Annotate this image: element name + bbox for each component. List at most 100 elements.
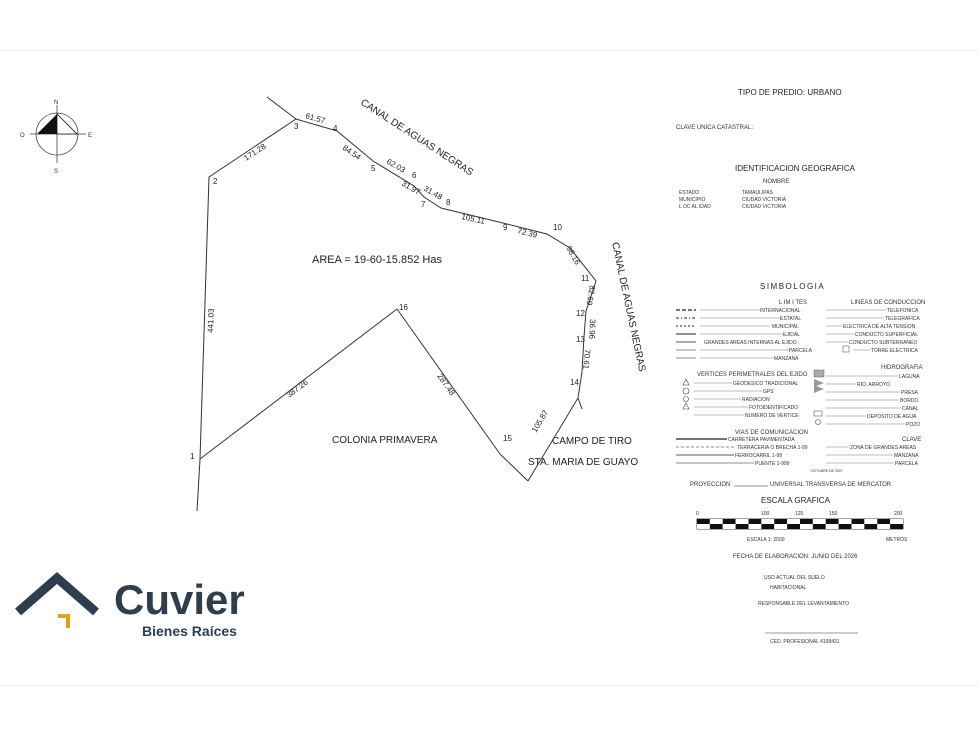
clave-manzana: MANZANA xyxy=(894,453,919,459)
scale-segment xyxy=(709,519,723,524)
vertex-15: 15 xyxy=(503,434,512,443)
vertex-2: 2 xyxy=(213,177,218,186)
scale-tick-200: 200 xyxy=(894,511,903,517)
vertices-title: VERTICES PERIMETRALES DEL EJIDO xyxy=(697,372,808,378)
scale-tick-125: 125 xyxy=(795,511,804,517)
cond-telegrafica: TELEGRAFICA xyxy=(885,316,920,322)
hidrografia-title: HIDROGRAFIA xyxy=(881,365,923,371)
scale-tick-150: 150 xyxy=(829,511,838,517)
sta-maria-line xyxy=(499,453,529,482)
municipio-key: MUNICIPIO xyxy=(679,197,706,203)
boundary-tail xyxy=(577,397,583,410)
via-puente: PUENTE 1-999 xyxy=(755,461,790,467)
scale-segment xyxy=(877,524,891,529)
metros-label: METROS xyxy=(886,537,908,543)
estado-value: TAMAULIPAS xyxy=(742,190,774,196)
ident-geo: IDENTIFICACION GEOGRAFICA xyxy=(735,164,856,173)
hidro-canal: CANAL xyxy=(902,406,919,412)
fecha-label: FECHA DE ELABORACION: JUNIO DEL 2026 xyxy=(733,554,858,560)
limit-grandes-areas: GRANDES AREAS INTERNAS AL EJIDO xyxy=(704,340,797,346)
area-label: AREA = 19-60-15.852 Has xyxy=(312,254,442,266)
vertex-8: 8 xyxy=(446,198,451,207)
limit-parcela: PARCELA xyxy=(789,348,813,354)
vertex-11: 11 xyxy=(581,274,590,283)
scale-segment xyxy=(890,519,903,524)
distance-16-1: 387.26 xyxy=(285,377,310,399)
parcel-boundary xyxy=(199,118,597,482)
hidro-lines xyxy=(826,375,905,425)
vertex-1: 1 xyxy=(190,452,195,461)
house-roof-icon xyxy=(15,572,99,628)
compass-s: S xyxy=(54,169,58,175)
scale-segment xyxy=(761,519,775,524)
scale-bar xyxy=(697,519,903,529)
habitacional-label: HABITACIONAL xyxy=(770,585,807,591)
scale-segment xyxy=(735,519,749,524)
nombre: NOMBRE xyxy=(763,179,789,185)
cond-telefonica: TELEFONICA xyxy=(887,308,919,314)
estado-key: ESTADO xyxy=(679,190,699,196)
escala-label: ESCALA 1: 2500 xyxy=(747,537,785,543)
hidro-pozo: POZO xyxy=(906,422,920,428)
clave-parcela: PARCELA xyxy=(895,461,919,467)
scale-segment xyxy=(697,519,710,524)
hidro-bordo: BORDO xyxy=(900,398,918,404)
vias-title: VIAS DE COMUNICACION xyxy=(735,430,808,436)
distance-9-10: 72.39 xyxy=(517,226,539,240)
survey-sheet: N S E O 1 2 3 4 5 6 7 8 9 10 11 12 13 14… xyxy=(0,50,979,686)
cond-torre: TORRE ELECTRICA xyxy=(871,348,919,354)
distance-5-6: 62.03 xyxy=(385,157,407,175)
vertex-numero: NUMERO DE VERTICE xyxy=(745,413,799,419)
scale-segment xyxy=(697,524,710,529)
vertex-7: 7 xyxy=(421,200,426,209)
symbology-legend: SIMBOLOGIA L IM I TES LINEAS DE CONDUCCI… xyxy=(676,282,925,473)
via-carretera: CARRETERA PAVIMENTADA xyxy=(728,437,795,443)
vias-lines xyxy=(676,438,894,464)
vertex-radiacion: RADIACION xyxy=(742,397,770,403)
scale-segment xyxy=(851,524,865,529)
vertex-16: 16 xyxy=(399,303,408,312)
scale-segment xyxy=(722,519,736,524)
scale-segment xyxy=(709,524,723,529)
scale-segment xyxy=(890,524,903,529)
cond-superficial: CONDUCTO SUPERFICIAL xyxy=(855,332,918,338)
simbologia-title: SIMBOLOGIA xyxy=(760,282,825,291)
canal-label-top: CANAL DE AGUAS NEGRAS xyxy=(358,97,475,178)
conduccion-title: LINEAS DE CONDUCCION xyxy=(851,300,925,306)
compass-icon: N S E O xyxy=(20,100,92,175)
hidro-rio: RIO, ARROYO xyxy=(857,382,890,388)
scale-tick-100: 100 xyxy=(761,511,770,517)
vertex-geodesico: GEODESICO TRADICIONAL xyxy=(733,381,798,387)
boundary-tail2 xyxy=(196,458,201,512)
scale-segment xyxy=(800,524,813,529)
limit-estatal: ESTATAL xyxy=(780,316,801,322)
parcel-boundary-closing xyxy=(199,308,398,460)
scale-segment xyxy=(787,519,800,524)
distance-8-9: 105.11 xyxy=(461,212,487,226)
conduction-lines xyxy=(826,309,886,353)
canal-extension xyxy=(266,96,297,120)
distance-13-14: 70.61 xyxy=(581,349,592,370)
proyeccion-value: UNIVERSAL TRANSVERSA DE MERCATOR xyxy=(770,482,892,488)
survey-map: N S E O 1 2 3 4 5 6 7 8 9 10 11 12 13 14… xyxy=(20,88,925,645)
scale-segment xyxy=(735,524,749,529)
clave-catastral: CLAVE UNICA CATASTRAL: xyxy=(676,125,753,131)
colonia-label: COLONIA PRIMAVERA xyxy=(332,435,438,446)
limit-manzana: MANZANA xyxy=(774,356,799,362)
hidro-laguna: LAGUNA xyxy=(899,374,920,380)
vertex-fotoidentificado: FOTOIDENTIFICADO xyxy=(749,405,798,411)
compass-o: O xyxy=(20,133,25,139)
vertex-13: 13 xyxy=(576,335,585,344)
distance-11-12: 82.69 xyxy=(584,285,596,307)
scale-block: PROYECCION UNIVERSAL TRANSVERSA DE MERCA… xyxy=(690,482,908,645)
vertex-gps: GPS xyxy=(763,389,774,395)
scale-segment xyxy=(825,519,839,524)
tipo-predio: TIPO DE PREDIO: URBANO xyxy=(738,88,842,97)
scale-segment xyxy=(812,524,826,529)
scale-segment xyxy=(761,524,775,529)
vertex-3: 3 xyxy=(294,122,299,131)
scale-segment xyxy=(787,524,800,529)
cond-electrica: ELECTRICA DE ALTA TENSION xyxy=(843,324,916,330)
cond-subterraneo: CONDUCTO SUBTERRANEO xyxy=(849,340,917,346)
compass-n: N xyxy=(54,100,58,106)
